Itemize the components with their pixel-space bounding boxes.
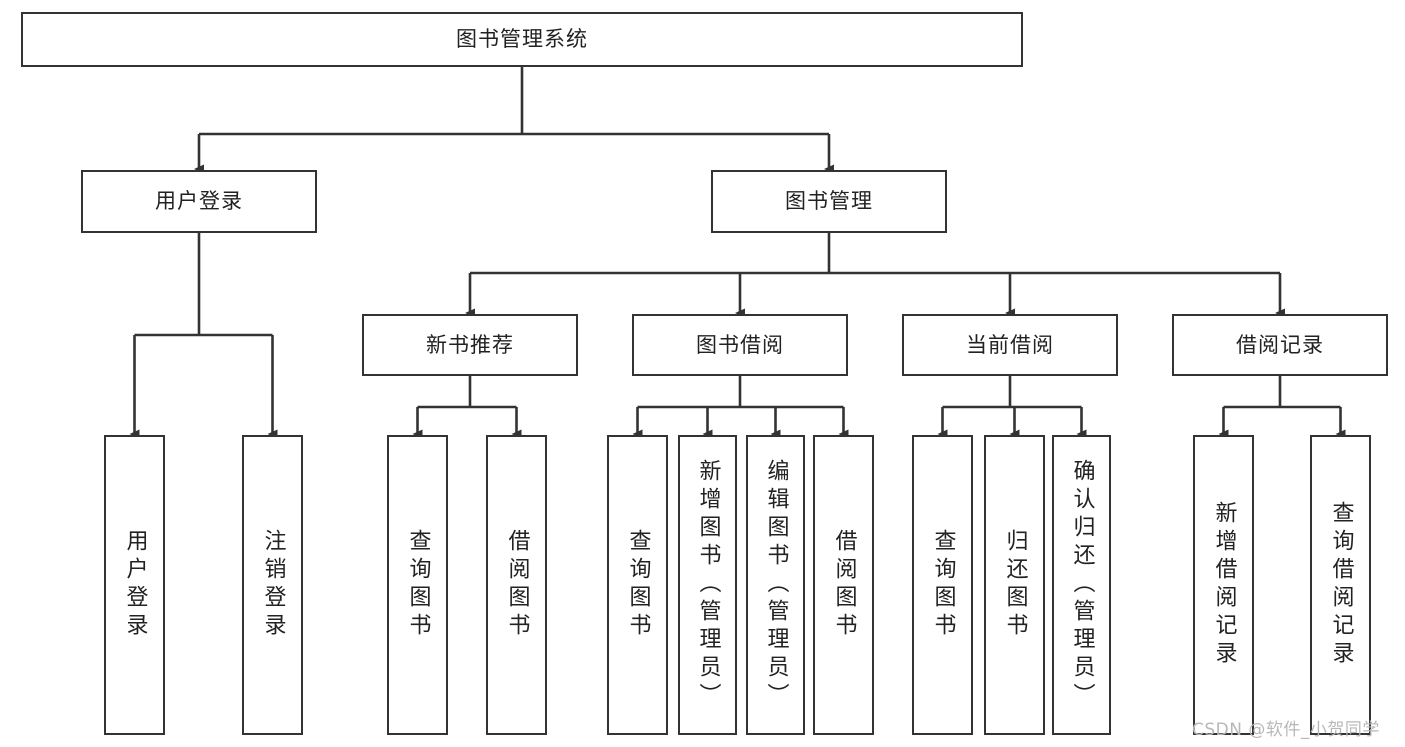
node-new-book-recommend-label: 新书推荐 bbox=[426, 332, 514, 357]
leaf-user-login-label: 用户登录 bbox=[122, 529, 148, 641]
leaf-borrow-book-label: 借阅图书 bbox=[831, 529, 857, 641]
leaf-query-borrow-record-label: 查询借阅记录 bbox=[1328, 501, 1354, 669]
node-current-borrow[interactable]: 当前借阅 bbox=[902, 314, 1118, 376]
leaf-query-book-borrow-label: 查询图书 bbox=[625, 529, 651, 641]
leaf-return-book[interactable]: 归还图书 bbox=[984, 435, 1045, 735]
leaf-logout-label: 注销登录 bbox=[260, 529, 286, 641]
node-book-manage-label: 图书管理 bbox=[785, 189, 873, 214]
leaf-query-book-borrow[interactable]: 查询图书 bbox=[607, 435, 668, 735]
leaf-query-book-current[interactable]: 查询图书 bbox=[912, 435, 973, 735]
leaf-add-borrow-record-label: 新增借阅记录 bbox=[1211, 501, 1237, 669]
leaf-add-book-label: 新增图书（管理员） bbox=[695, 459, 721, 711]
leaf-query-book-current-label: 查询图书 bbox=[930, 529, 956, 641]
leaf-query-book-recommend-label: 查询图书 bbox=[405, 529, 431, 641]
leaf-logout[interactable]: 注销登录 bbox=[242, 435, 303, 735]
leaf-return-book-label: 归还图书 bbox=[1002, 529, 1028, 641]
leaf-query-book-recommend[interactable]: 查询图书 bbox=[387, 435, 448, 735]
node-root[interactable]: 图书管理系统 bbox=[21, 12, 1023, 67]
leaf-edit-book-label: 编辑图书（管理员） bbox=[763, 459, 789, 711]
node-borrow-record-label: 借阅记录 bbox=[1236, 332, 1324, 357]
node-user-login-label: 用户登录 bbox=[155, 189, 243, 214]
node-book-borrow[interactable]: 图书借阅 bbox=[632, 314, 848, 376]
node-user-login[interactable]: 用户登录 bbox=[81, 170, 317, 233]
leaf-user-login[interactable]: 用户登录 bbox=[104, 435, 165, 735]
csdn-watermark: CSDN @软件_小贺同学 bbox=[1192, 720, 1380, 740]
node-borrow-record[interactable]: 借阅记录 bbox=[1172, 314, 1388, 376]
leaf-confirm-return-label: 确认归还（管理员） bbox=[1069, 459, 1095, 711]
node-book-borrow-label: 图书借阅 bbox=[696, 332, 784, 357]
leaf-borrow-book[interactable]: 借阅图书 bbox=[813, 435, 874, 735]
node-root-label: 图书管理系统 bbox=[456, 27, 588, 52]
leaf-add-borrow-record[interactable]: 新增借阅记录 bbox=[1193, 435, 1254, 735]
leaf-borrow-book-recommend[interactable]: 借阅图书 bbox=[486, 435, 547, 735]
leaf-confirm-return[interactable]: 确认归还（管理员） bbox=[1052, 435, 1111, 735]
node-current-borrow-label: 当前借阅 bbox=[966, 332, 1054, 357]
node-book-manage[interactable]: 图书管理 bbox=[711, 170, 947, 233]
leaf-query-borrow-record[interactable]: 查询借阅记录 bbox=[1310, 435, 1371, 735]
leaf-add-book[interactable]: 新增图书（管理员） bbox=[678, 435, 737, 735]
node-new-book-recommend[interactable]: 新书推荐 bbox=[362, 314, 578, 376]
leaf-edit-book[interactable]: 编辑图书（管理员） bbox=[746, 435, 805, 735]
leaf-borrow-book-recommend-label: 借阅图书 bbox=[504, 529, 530, 641]
